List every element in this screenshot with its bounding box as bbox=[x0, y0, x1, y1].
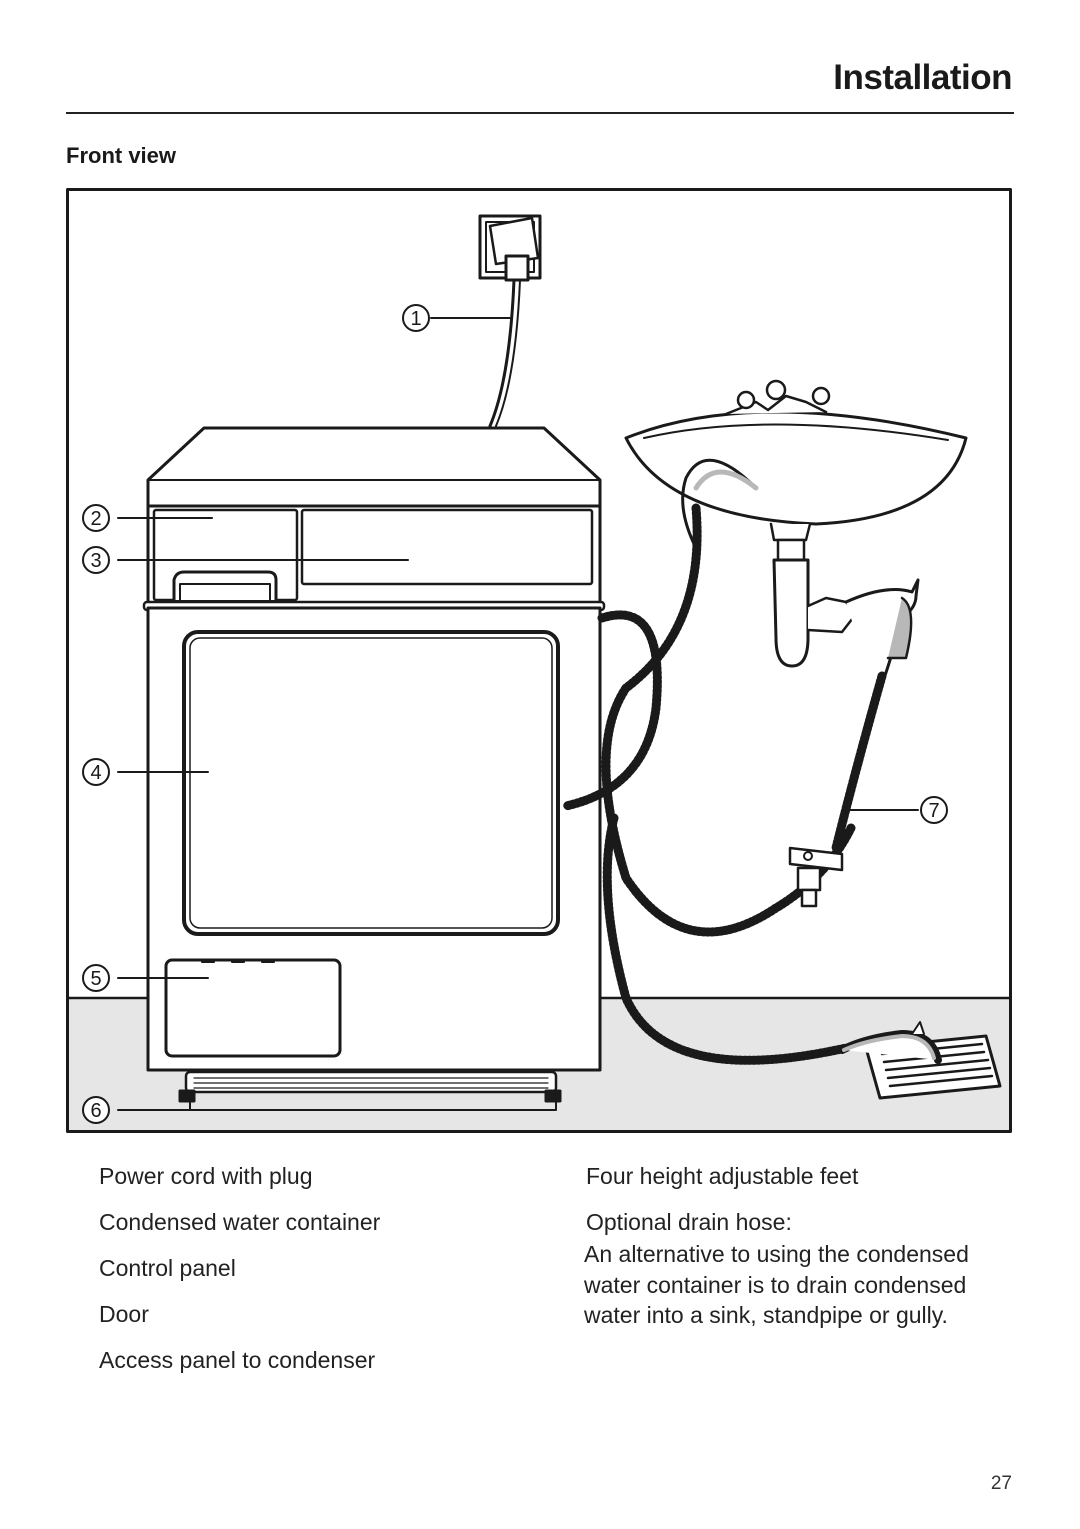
drain-hose-sink bbox=[601, 503, 856, 937]
callout-1: 1 bbox=[410, 308, 421, 330]
legend-item-feet: Four height adjustable feet bbox=[586, 1163, 859, 1189]
power-cord bbox=[488, 278, 516, 428]
callout-5: 5 bbox=[90, 968, 101, 990]
drain-hose-description: An alternative to using the condensed wa… bbox=[584, 1241, 969, 1328]
front-view-illustration: 1 2 3 4 5 6 7 bbox=[66, 188, 1012, 1133]
wall-socket-icon bbox=[478, 214, 542, 282]
callout-4: 4 bbox=[90, 762, 101, 784]
foot-left bbox=[178, 1089, 196, 1103]
legend-item-control-panel: Control panel bbox=[99, 1255, 236, 1281]
page-number: 27 bbox=[990, 1473, 1012, 1494]
dryer bbox=[142, 426, 606, 1103]
foot-right bbox=[544, 1089, 562, 1103]
callout-3: 3 bbox=[90, 550, 101, 572]
callout-6: 6 bbox=[90, 1100, 101, 1122]
hose-connector-icon bbox=[788, 846, 844, 908]
figure-frame bbox=[66, 188, 1012, 1133]
floor-gully-icon bbox=[838, 1021, 1002, 1100]
legend-item-water-container: Condensed water container bbox=[99, 1209, 381, 1235]
legend-item-door: Door bbox=[99, 1301, 149, 1327]
legend-item-drain-hose: Optional drain hose: bbox=[586, 1209, 792, 1235]
sink-icon bbox=[624, 379, 968, 700]
header-rule bbox=[66, 112, 1014, 114]
legend-item-power-cord: Power cord with plug bbox=[99, 1163, 313, 1189]
section-subtitle: Front view bbox=[66, 143, 177, 168]
page-title: Installation bbox=[833, 58, 1012, 97]
callout-2: 2 bbox=[90, 508, 101, 530]
access-panel bbox=[164, 958, 342, 1058]
callout-7: 7 bbox=[928, 800, 939, 822]
legend-item-access-panel: Access panel to condenser bbox=[99, 1347, 376, 1373]
